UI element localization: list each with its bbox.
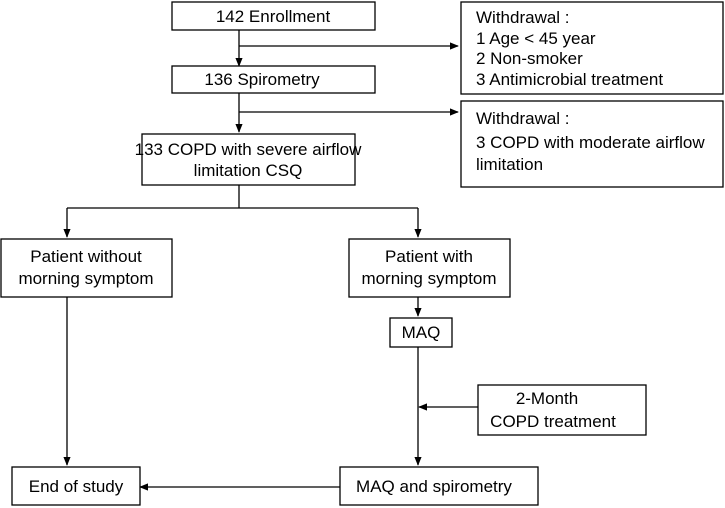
svg-text:Patient with: Patient with bbox=[385, 247, 473, 266]
svg-text:limitation CSQ: limitation CSQ bbox=[194, 161, 303, 180]
node-patient-with-morning: Patient with morning symptom bbox=[348, 238, 511, 298]
node-patient-without-morning-line-2: morning symptom bbox=[18, 269, 153, 288]
node-enrollment: 142 Enrollment bbox=[171, 1, 376, 31]
node-copd-severe: 133 COPD with severe airflow limitation … bbox=[135, 133, 362, 186]
node-treatment-line-2: COPD treatment bbox=[490, 412, 616, 431]
node-enrollment-line-1: 142 Enrollment bbox=[216, 7, 331, 26]
node-copd-severe-line-2: limitation CSQ bbox=[194, 161, 303, 180]
node-withdrawal-2-line-3: limitation bbox=[476, 155, 543, 174]
node-spirometry-line-1: 136 Spirometry bbox=[204, 70, 320, 89]
svg-text:142 Enrollment: 142 Enrollment bbox=[216, 7, 331, 26]
node-withdrawal-2-line-2: 3 COPD with moderate airflow bbox=[476, 133, 705, 152]
node-maq-and-spirometry-line-1: MAQ and spirometry bbox=[356, 477, 512, 496]
node-maq-and-spirometry: MAQ and spirometry bbox=[339, 466, 539, 506]
node-withdrawal-2-line-1: Withdrawal : bbox=[476, 109, 570, 128]
node-withdrawal-1-line-3: 2 Non-smoker bbox=[476, 49, 583, 68]
node-patient-without-morning: Patient without morning symptom bbox=[0, 238, 173, 298]
svg-text:2-Month: 2-Month bbox=[516, 389, 578, 408]
node-withdrawal-2: Withdrawal : 3 COPD with moderate airflo… bbox=[460, 100, 724, 188]
svg-text:COPD treatment: COPD treatment bbox=[490, 412, 616, 431]
node-maq-line-1: MAQ bbox=[402, 323, 441, 342]
edges bbox=[63, 30, 478, 491]
svg-text:133 COPD with severe airflow: 133 COPD with severe airflow bbox=[135, 140, 362, 159]
node-withdrawal-1: Withdrawal : 1 Age < 45 year 2 Non-smoke… bbox=[460, 1, 724, 95]
node-withdrawal-1-line-2: 1 Age < 45 year bbox=[476, 29, 596, 48]
node-treatment: 2-Month COPD treatment bbox=[477, 384, 647, 436]
svg-text:Patient without: Patient without bbox=[30, 247, 142, 266]
svg-text:1 Age < 45 year: 1 Age < 45 year bbox=[476, 29, 596, 48]
node-end-of-study: End of study bbox=[11, 466, 141, 506]
node-spirometry: 136 Spirometry bbox=[171, 65, 376, 94]
svg-text:MAQ and spirometry: MAQ and spirometry bbox=[356, 477, 512, 496]
node-withdrawal-1-line-4: 3 Antimicrobial treatment bbox=[476, 70, 663, 89]
svg-text:3 COPD with moderate airflow: 3 COPD with moderate airflow bbox=[476, 133, 705, 152]
svg-text:End of study: End of study bbox=[29, 477, 124, 496]
node-copd-severe-line-1: 133 COPD with severe airflow bbox=[135, 140, 362, 159]
node-end-of-study-line-1: End of study bbox=[29, 477, 124, 496]
svg-text:136 Spirometry: 136 Spirometry bbox=[204, 70, 320, 89]
svg-text:3 Antimicrobial treatment: 3 Antimicrobial treatment bbox=[476, 70, 663, 89]
node-patient-without-morning-line-1: Patient without bbox=[30, 247, 142, 266]
node-patient-with-morning-line-2: morning symptom bbox=[361, 269, 496, 288]
svg-text:morning symptom: morning symptom bbox=[18, 269, 153, 288]
svg-text:Withdrawal :: Withdrawal : bbox=[476, 8, 570, 27]
node-maq: MAQ bbox=[389, 317, 453, 348]
svg-text:MAQ: MAQ bbox=[402, 323, 441, 342]
svg-text:Withdrawal :: Withdrawal : bbox=[476, 109, 570, 128]
node-patient-with-morning-line-1: Patient with bbox=[385, 247, 473, 266]
node-treatment-line-1: 2-Month bbox=[516, 389, 578, 408]
svg-text:limitation: limitation bbox=[476, 155, 543, 174]
svg-text:2 Non-smoker: 2 Non-smoker bbox=[476, 49, 583, 68]
node-withdrawal-1-line-1: Withdrawal : bbox=[476, 8, 570, 27]
svg-text:morning symptom: morning symptom bbox=[361, 269, 496, 288]
